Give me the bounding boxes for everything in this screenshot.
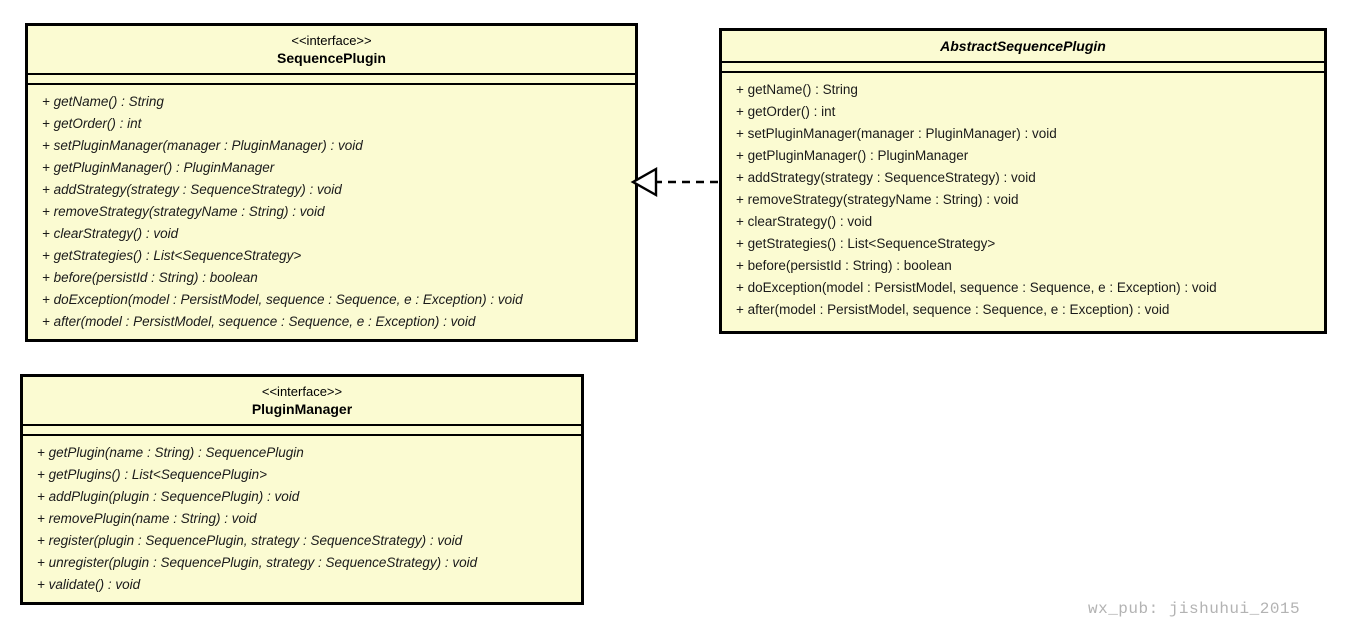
class-method-row: + getPlugin(name : String) : SequencePlu… (37, 445, 304, 460)
class-method-row: + register(plugin : SequencePlugin, stra… (37, 533, 463, 548)
class-method-row: + addStrategy(strategy : SequenceStrateg… (736, 170, 1036, 185)
class-method-row: + after(model : PersistModel, sequence :… (42, 314, 476, 329)
class-method-row: + after(model : PersistModel, sequence :… (736, 302, 1170, 317)
class-attributes-compartment (28, 75, 635, 85)
class-method-row: + getPluginManager() : PluginManager (42, 160, 275, 175)
class-title: AbstractSequencePlugin (940, 38, 1106, 54)
class-attributes-compartment (722, 63, 1324, 73)
uml-class-sequence-plugin[interactable]: <<interface>> SequencePlugin + getName()… (25, 23, 638, 342)
class-method-row: + getStrategies() : List<SequenceStrateg… (736, 236, 996, 251)
class-method-row: + clearStrategy() : void (736, 214, 873, 229)
class-methods-compartment: + getName() : String + getOrder() : int + … (28, 85, 635, 339)
realization-connector-abstract-to-sequenceplugin (630, 166, 722, 198)
class-methods-compartment: + getPlugin(name : String) : SequencePlu… (23, 436, 581, 602)
class-method-row: + clearStrategy() : void (42, 226, 179, 241)
uml-class-abstract-sequence-plugin[interactable]: AbstractSequencePlugin + getName() : Str… (719, 28, 1327, 334)
class-title: PluginManager (251, 401, 353, 417)
class-method-row: + getOrder() : int (736, 104, 836, 119)
watermark-text: wx_pub: jishuhui_2015 (1088, 600, 1301, 618)
class-method-row: + removeStrategy(strategyName : String) … (42, 204, 325, 219)
class-header-plugin-manager: <<interface>> PluginManager (23, 377, 581, 426)
class-method-row: + getName() : String (42, 94, 164, 109)
class-method-row: + addStrategy(strategy : SequenceStrateg… (42, 182, 342, 197)
class-method-row: + removeStrategy(strategyName : String) … (736, 192, 1019, 207)
class-method-row: + getPluginManager() : PluginManager (736, 148, 969, 163)
class-method-row: + setPluginManager(manager : PluginManag… (736, 126, 1057, 141)
class-method-row: + getOrder() : int (42, 116, 142, 131)
class-method-row: + getPlugins() : List<SequencePlugin> (37, 467, 268, 482)
class-method-row: + validate() : void (37, 577, 141, 592)
class-header-sequence-plugin: <<interface>> SequencePlugin (28, 26, 635, 75)
class-method-row: + getName() : String (736, 82, 858, 97)
class-methods-compartment: + getName() : String + getOrder() : int + … (722, 73, 1324, 327)
class-title: SequencePlugin (277, 50, 386, 66)
class-stereotype: <<interface>> (261, 384, 343, 399)
class-attributes-compartment (23, 426, 581, 436)
class-method-row: + getStrategies() : List<SequenceStrateg… (42, 248, 302, 263)
class-method-row: + removePlugin(name : String) : void (37, 511, 257, 526)
class-method-row: + unregister(plugin : SequencePlugin, st… (37, 555, 478, 570)
class-method-row: + before(persistId : String) : boolean (42, 270, 258, 285)
class-method-row: + before(persistId : String) : boolean (736, 258, 952, 273)
class-stereotype: <<interface>> (291, 33, 372, 48)
class-method-row: + addPlugin(plugin : SequencePlugin) : v… (37, 489, 300, 504)
class-method-row: + doException(model : PersistModel, sequ… (42, 292, 523, 307)
uml-class-plugin-manager[interactable]: <<interface>> PluginManager + getPlugin(… (20, 374, 584, 605)
class-header-abstract-sequence-plugin: AbstractSequencePlugin (722, 31, 1324, 63)
class-method-row: + doException(model : PersistModel, sequ… (736, 280, 1217, 295)
class-method-row: + setPluginManager(manager : PluginManag… (42, 138, 363, 153)
